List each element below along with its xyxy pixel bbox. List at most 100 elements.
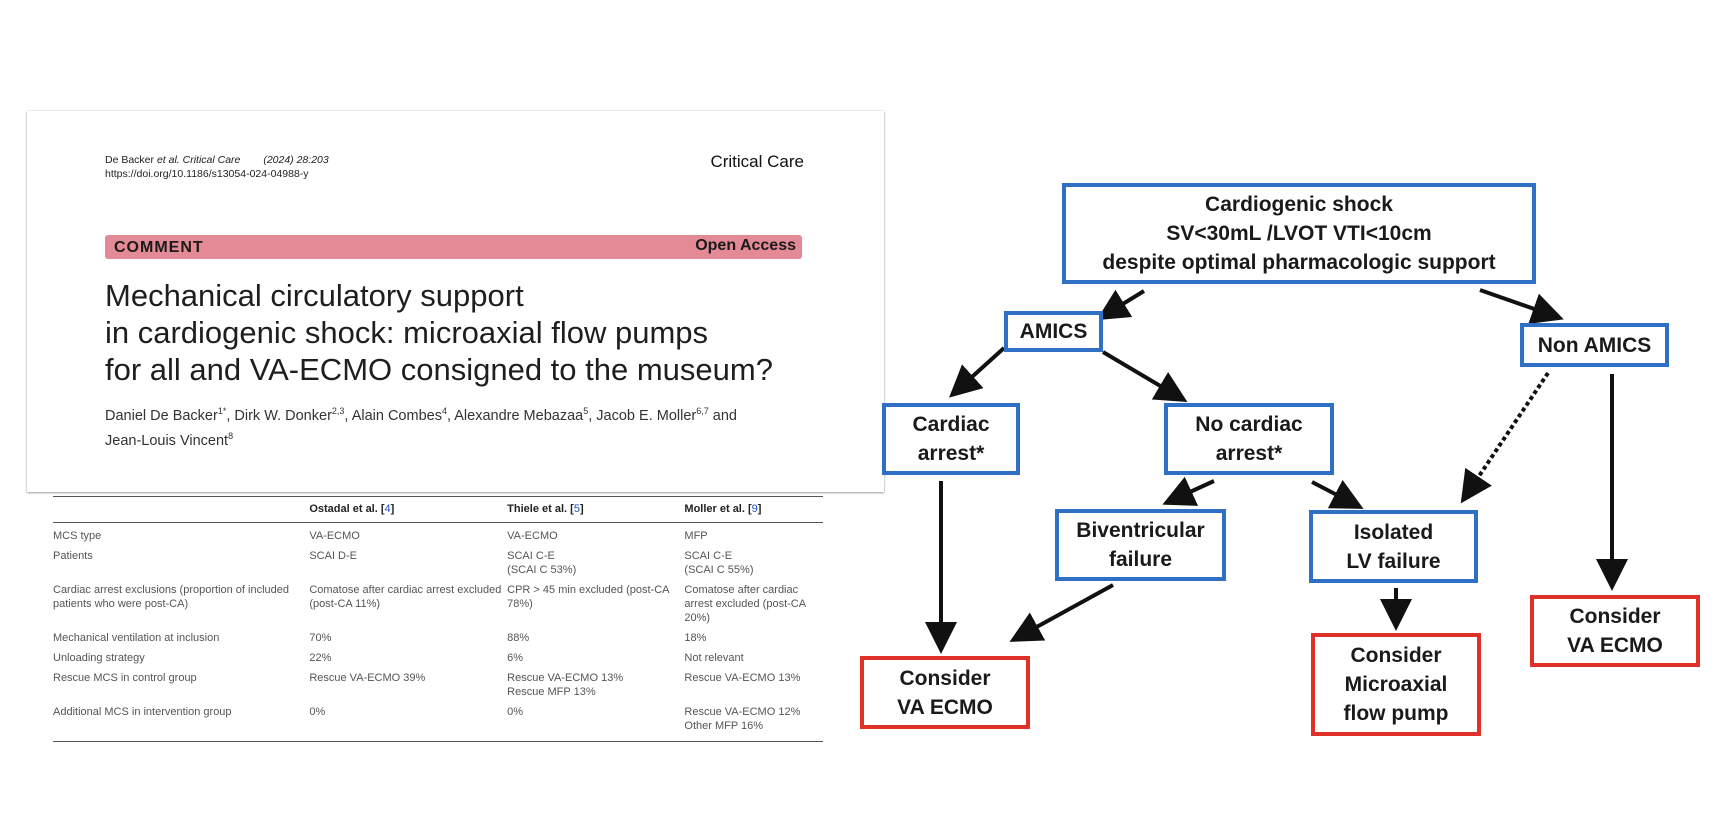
table-cell: 22%	[309, 652, 332, 664]
section-label: COMMENT	[114, 239, 204, 256]
table-cell: MFP	[684, 530, 708, 542]
box-text-line: arrest*	[917, 442, 985, 465]
row-label: Rescue MCS in control group	[53, 672, 197, 684]
box-text-line: LV failure	[1346, 549, 1441, 573]
consider-va-ecmo-box: Consider VA ECMO	[860, 656, 1030, 729]
doi-link[interactable]: https://doi.org/10.1186/s13054-024-04988…	[105, 168, 309, 180]
title-line: in cardiogenic shock: microaxial flow pu…	[105, 315, 709, 350]
cardiac-arrest-box: Cardiac arrest*	[882, 403, 1020, 475]
table-row: MCS type VA-ECMO VA-ECMO MFP	[53, 523, 823, 548]
open-access-badge: Open Access	[695, 237, 796, 254]
box-text-line: Consider	[1569, 605, 1661, 628]
box-text-line: Microaxial	[1344, 673, 1448, 696]
box-text-line: VA ECMO	[1567, 634, 1663, 657]
arrow-shock-to-non-amics	[1479, 288, 1564, 324]
table-row: Cardiac arrest exclusions (proportion of…	[53, 581, 823, 629]
title-line: Mechanical circulatory support	[105, 278, 524, 313]
author: Dirk W. Donker2,3	[234, 406, 345, 424]
table-cell: 0%	[507, 706, 524, 718]
article-header-card: De Backer et al. Critical Care (2024) 28…	[27, 111, 884, 492]
table-cell: Comatose after cardiac arrest excluded (…	[684, 584, 806, 624]
arrow-amics-to-no-cardiac-arrest	[1101, 350, 1188, 403]
box-text-line: Consider	[899, 666, 991, 690]
author: Alain Combes4	[351, 406, 447, 424]
row-label: Unloading strategy	[53, 652, 145, 664]
reference-link[interactable]: 4	[384, 503, 391, 515]
box-text-line: failure	[1108, 548, 1173, 571]
table-header-row: Ostadal et al. [4]Thiele et al. [5]Molle…	[53, 496, 823, 523]
journal-name: Critical Care	[710, 152, 804, 171]
table-cell: VA-ECMO	[507, 530, 558, 542]
box-text-line: Isolated	[1353, 520, 1434, 544]
table-cell: Comatose after cardiac arrest excluded (…	[309, 584, 502, 610]
section-banner: COMMENT Open Access	[105, 235, 802, 259]
table-cell: Rescue VA-ECMO 12% Other MFP 16%	[684, 706, 801, 732]
row-label: Patients	[53, 550, 93, 562]
table-cell: Rescue VA-ECMO 13% Rescue MFP 13%	[507, 672, 624, 698]
article-title: Mechanical circulatory support in cardio…	[105, 277, 845, 388]
biventricular-failure-box: Biventricular failure	[1055, 509, 1226, 581]
author: Daniel De Backer1*	[105, 406, 227, 424]
table-cell: CPR > 45 min excluded (post-CA 78%)	[507, 584, 669, 610]
table-column-header	[53, 496, 310, 523]
row-label: Cardiac arrest exclusions (proportion of…	[53, 584, 290, 610]
reference-link[interactable]: 5	[573, 503, 580, 515]
table-cell: 18%	[684, 632, 707, 644]
arrow-no-arrest-to-biventricular	[1162, 476, 1215, 506]
arrow-non-amics-to-isolated-lv	[1460, 371, 1550, 504]
arrow-no-arrest-to-isolated-lv	[1311, 479, 1364, 509]
amics-box: AMICS	[1004, 311, 1103, 352]
table-cell: 0%	[309, 706, 326, 718]
box-text-line: Cardiac	[912, 413, 990, 436]
table-cell: 88%	[507, 632, 530, 644]
table-cell: Rescue VA-ECMO 39%	[309, 672, 426, 684]
box-text-line: No cardiac	[1195, 413, 1303, 436]
title-line: for all and VA-ECMO consigned to the mus…	[105, 352, 773, 387]
row-label: MCS type	[53, 530, 102, 542]
arrow-shock-to-amics	[1096, 289, 1146, 321]
author: Jacob E. Moller6,7	[596, 406, 709, 424]
box-text-line: AMICS	[1019, 320, 1088, 343]
citation-year: (2024) 28:203	[263, 154, 329, 166]
table-column-header: Ostadal et al. [4]	[309, 496, 508, 523]
row-label: Additional MCS in intervention group	[53, 706, 232, 718]
citation: De Backer et al. Critical Care (2024) 28…	[105, 153, 329, 181]
table-row: Rescue MCS in control group Rescue VA-ECM…	[53, 669, 823, 703]
table-column-header: Thiele et al. [5]	[507, 496, 685, 523]
table-cell: SCAI C-E (SCAI C 53%)	[507, 550, 577, 576]
arrow-biventricular-to-consider-va-ecmo	[1009, 583, 1114, 642]
citation-author: De Backer	[105, 154, 155, 166]
table-cell: Rescue VA-ECMO 13%	[684, 672, 801, 684]
box-text-line: SV<30mL /LVOT VTI<10cm	[1166, 222, 1432, 245]
isolated-lv-failure-box: Isolated LV failure	[1309, 510, 1478, 583]
box-text-line: Non AMICS	[1537, 333, 1652, 357]
table-row: Unloading strategy 22% 6% Not relevant	[53, 649, 823, 669]
box-text-line: Consider	[1350, 644, 1442, 667]
row-label: Mechanical ventilation at inclusion	[53, 632, 220, 644]
consider-va-ecmo-box: Consider VA ECMO	[1530, 595, 1700, 667]
table-column-header: Moller et al. [9]	[684, 496, 823, 523]
arrow-amics-to-cardiac-arrest	[949, 346, 1006, 398]
box-text-line: despite optimal pharmacologic support	[1102, 251, 1496, 274]
table-cell: 6%	[507, 652, 524, 664]
reference-link[interactable]: 9	[751, 503, 758, 515]
citation-journal: et al. Critical Care	[156, 154, 241, 166]
author-list: Daniel De Backer1*, Dirk W. Donker2,3, A…	[105, 406, 737, 449]
table-cell: SCAI C-E (SCAI C 55%)	[684, 550, 754, 576]
box-text-line: Biventricular	[1076, 519, 1205, 542]
non-amics-box: Non AMICS	[1520, 323, 1669, 367]
trial-comparison-table: Ostadal et al. [4]Thiele et al. [5]Molle…	[53, 496, 823, 742]
author: Alexandre Mebazaa5	[454, 406, 589, 424]
table-cell: VA-ECMO	[309, 530, 360, 542]
table-row: Additional MCS in intervention group 0% 0%…	[53, 703, 823, 742]
box-text-line: Cardiogenic shock	[1205, 193, 1393, 216]
box-text-line: VA ECMO	[897, 695, 993, 719]
table-cell: Not relevant	[684, 652, 744, 664]
